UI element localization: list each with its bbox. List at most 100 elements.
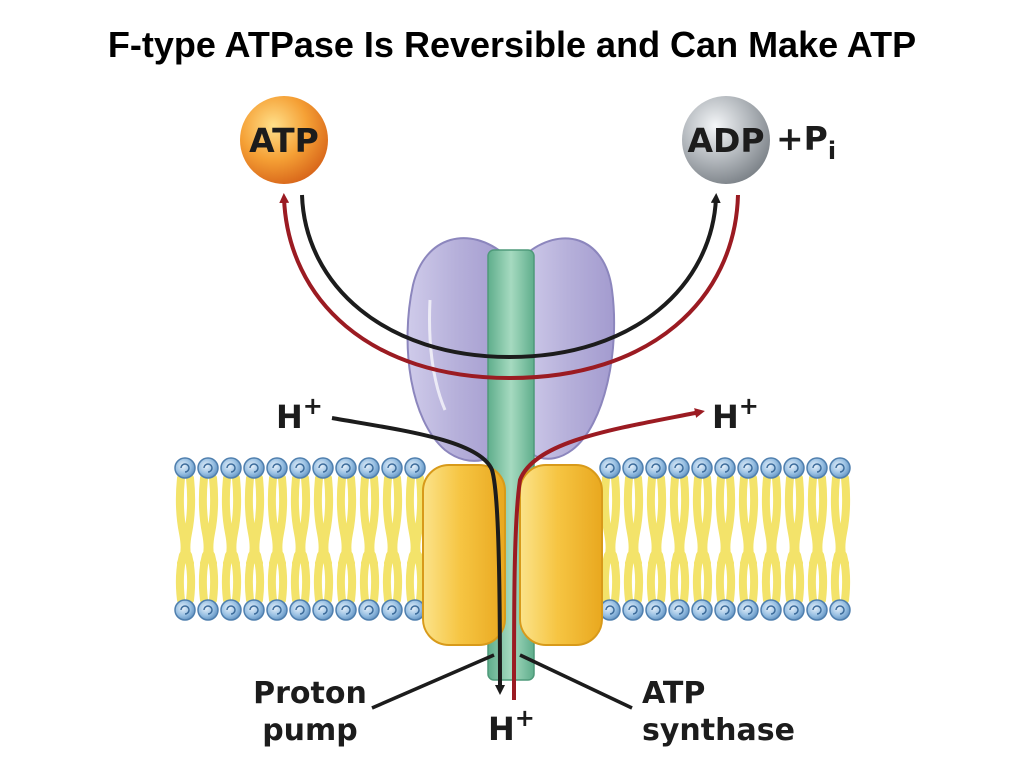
proton-pump-label-line1: Proton xyxy=(253,676,367,711)
lipid-head xyxy=(174,457,196,479)
lipid-head-swirl xyxy=(272,463,282,473)
lipid-head-swirl xyxy=(226,463,236,473)
lipid-head xyxy=(358,599,380,621)
synthesis-arc-arrow xyxy=(279,193,740,381)
lipid-tail xyxy=(807,551,819,604)
lipid-tail xyxy=(276,551,288,604)
lipid-tail xyxy=(343,474,357,567)
lipid-head xyxy=(358,457,380,479)
proton-bottom-label: H+ xyxy=(488,704,535,748)
lipid-tail xyxy=(313,551,325,604)
lipid-tail xyxy=(299,551,311,604)
lipid-tail xyxy=(699,474,713,567)
atp-synthase-leader xyxy=(519,653,633,710)
lipid-head-swirl xyxy=(341,605,351,615)
proton-bottom-symbol: H xyxy=(488,710,515,748)
lipid-head-swirl xyxy=(318,463,328,473)
lipid-head xyxy=(197,457,219,479)
lipid-head xyxy=(668,599,690,621)
lipid-head xyxy=(668,457,690,479)
lipid-head-swirl xyxy=(651,605,661,615)
lipid-tail xyxy=(414,551,426,604)
lipid-tail xyxy=(669,551,681,604)
lipid-tail xyxy=(290,551,302,604)
lipid-head-swirl xyxy=(364,605,374,615)
lipid-tail xyxy=(198,551,210,604)
lipid-head xyxy=(714,457,736,479)
lipid-head-swirl xyxy=(812,605,822,615)
lipid-head-swirl xyxy=(812,463,822,473)
lipid-tail xyxy=(768,474,782,567)
lipid-tail xyxy=(345,551,357,604)
lipid-head-swirl xyxy=(295,463,305,473)
lipid-head-swirl xyxy=(605,605,615,615)
lipid-tail xyxy=(274,474,288,567)
adp-sphere-label: ADP xyxy=(687,121,764,160)
lipid-head-swirl xyxy=(720,605,730,615)
lipid-head-swirl xyxy=(766,463,776,473)
lipid-head-swirl xyxy=(203,463,213,473)
lipid-head-swirl xyxy=(697,463,707,473)
lipid-tail xyxy=(389,474,403,567)
proton-left-label: H+ xyxy=(276,392,323,436)
atp-synthase-label-line1: ATP xyxy=(642,676,705,711)
lipid-tail xyxy=(391,551,403,604)
lipid-tail xyxy=(251,474,265,567)
lipid-tail xyxy=(382,551,394,604)
lipid-tail xyxy=(653,474,667,567)
page-title: F-type ATPase Is Reversible and Can Make… xyxy=(107,24,917,65)
lipid-tail xyxy=(205,474,219,567)
lipid-tail xyxy=(366,474,380,567)
lipid-head xyxy=(243,599,265,621)
lipid-head-swirl xyxy=(628,463,638,473)
lipid-head xyxy=(312,599,334,621)
lipid-tail xyxy=(747,551,759,604)
lipid-tail xyxy=(814,474,828,567)
lipid-head xyxy=(335,599,357,621)
lipid-head xyxy=(266,457,288,479)
lipid-tail xyxy=(322,551,334,604)
lipid-tail xyxy=(724,551,736,604)
lipid-head xyxy=(289,599,311,621)
lipid-tail xyxy=(630,474,644,567)
lipid-head-swirl xyxy=(295,605,305,615)
lipid-tail xyxy=(320,474,334,567)
lipid-tail xyxy=(221,551,233,604)
lipid-head xyxy=(197,599,219,621)
lipid-tail xyxy=(207,551,219,604)
lipid-tail xyxy=(230,551,242,604)
atp-synthase-path-arrow xyxy=(512,408,705,701)
lipid-tail xyxy=(405,551,417,604)
lipid-tail xyxy=(784,551,796,604)
atp-synthase-label-line2: synthase xyxy=(642,713,795,748)
lipid-tail xyxy=(175,551,187,604)
lipid-head-swirl xyxy=(789,605,799,615)
phosphate-label: +Pi xyxy=(776,119,836,165)
lipid-head xyxy=(829,599,851,621)
lipid-tail xyxy=(253,551,265,604)
f1-head-right-subunit xyxy=(520,237,616,460)
lipid-head-swirl xyxy=(628,605,638,615)
lipid-head xyxy=(335,457,357,479)
lipid-tail xyxy=(607,474,621,567)
lipid-head-swirl xyxy=(318,605,328,615)
lipid-tail xyxy=(600,551,612,604)
lipid-tail xyxy=(267,551,279,604)
lipid-head xyxy=(266,599,288,621)
lipid-head xyxy=(829,457,851,479)
atp-sphere-label: ATP xyxy=(249,121,319,160)
lipid-tail xyxy=(244,551,256,604)
lipid-head-swirl xyxy=(835,605,845,615)
lipid-head-swirl xyxy=(674,463,684,473)
lipid-head xyxy=(737,599,759,621)
lipid-head-swirl xyxy=(720,463,730,473)
lipid-head xyxy=(806,599,828,621)
c-ring-left xyxy=(422,464,506,646)
lipid-head-swirl xyxy=(226,605,236,615)
f1-head xyxy=(406,237,616,462)
lipid-tail xyxy=(816,551,828,604)
lipid-tail xyxy=(692,551,704,604)
lipid-head-swirl xyxy=(674,605,684,615)
lipid-head xyxy=(760,599,782,621)
phosphate-subscript: i xyxy=(828,137,836,165)
